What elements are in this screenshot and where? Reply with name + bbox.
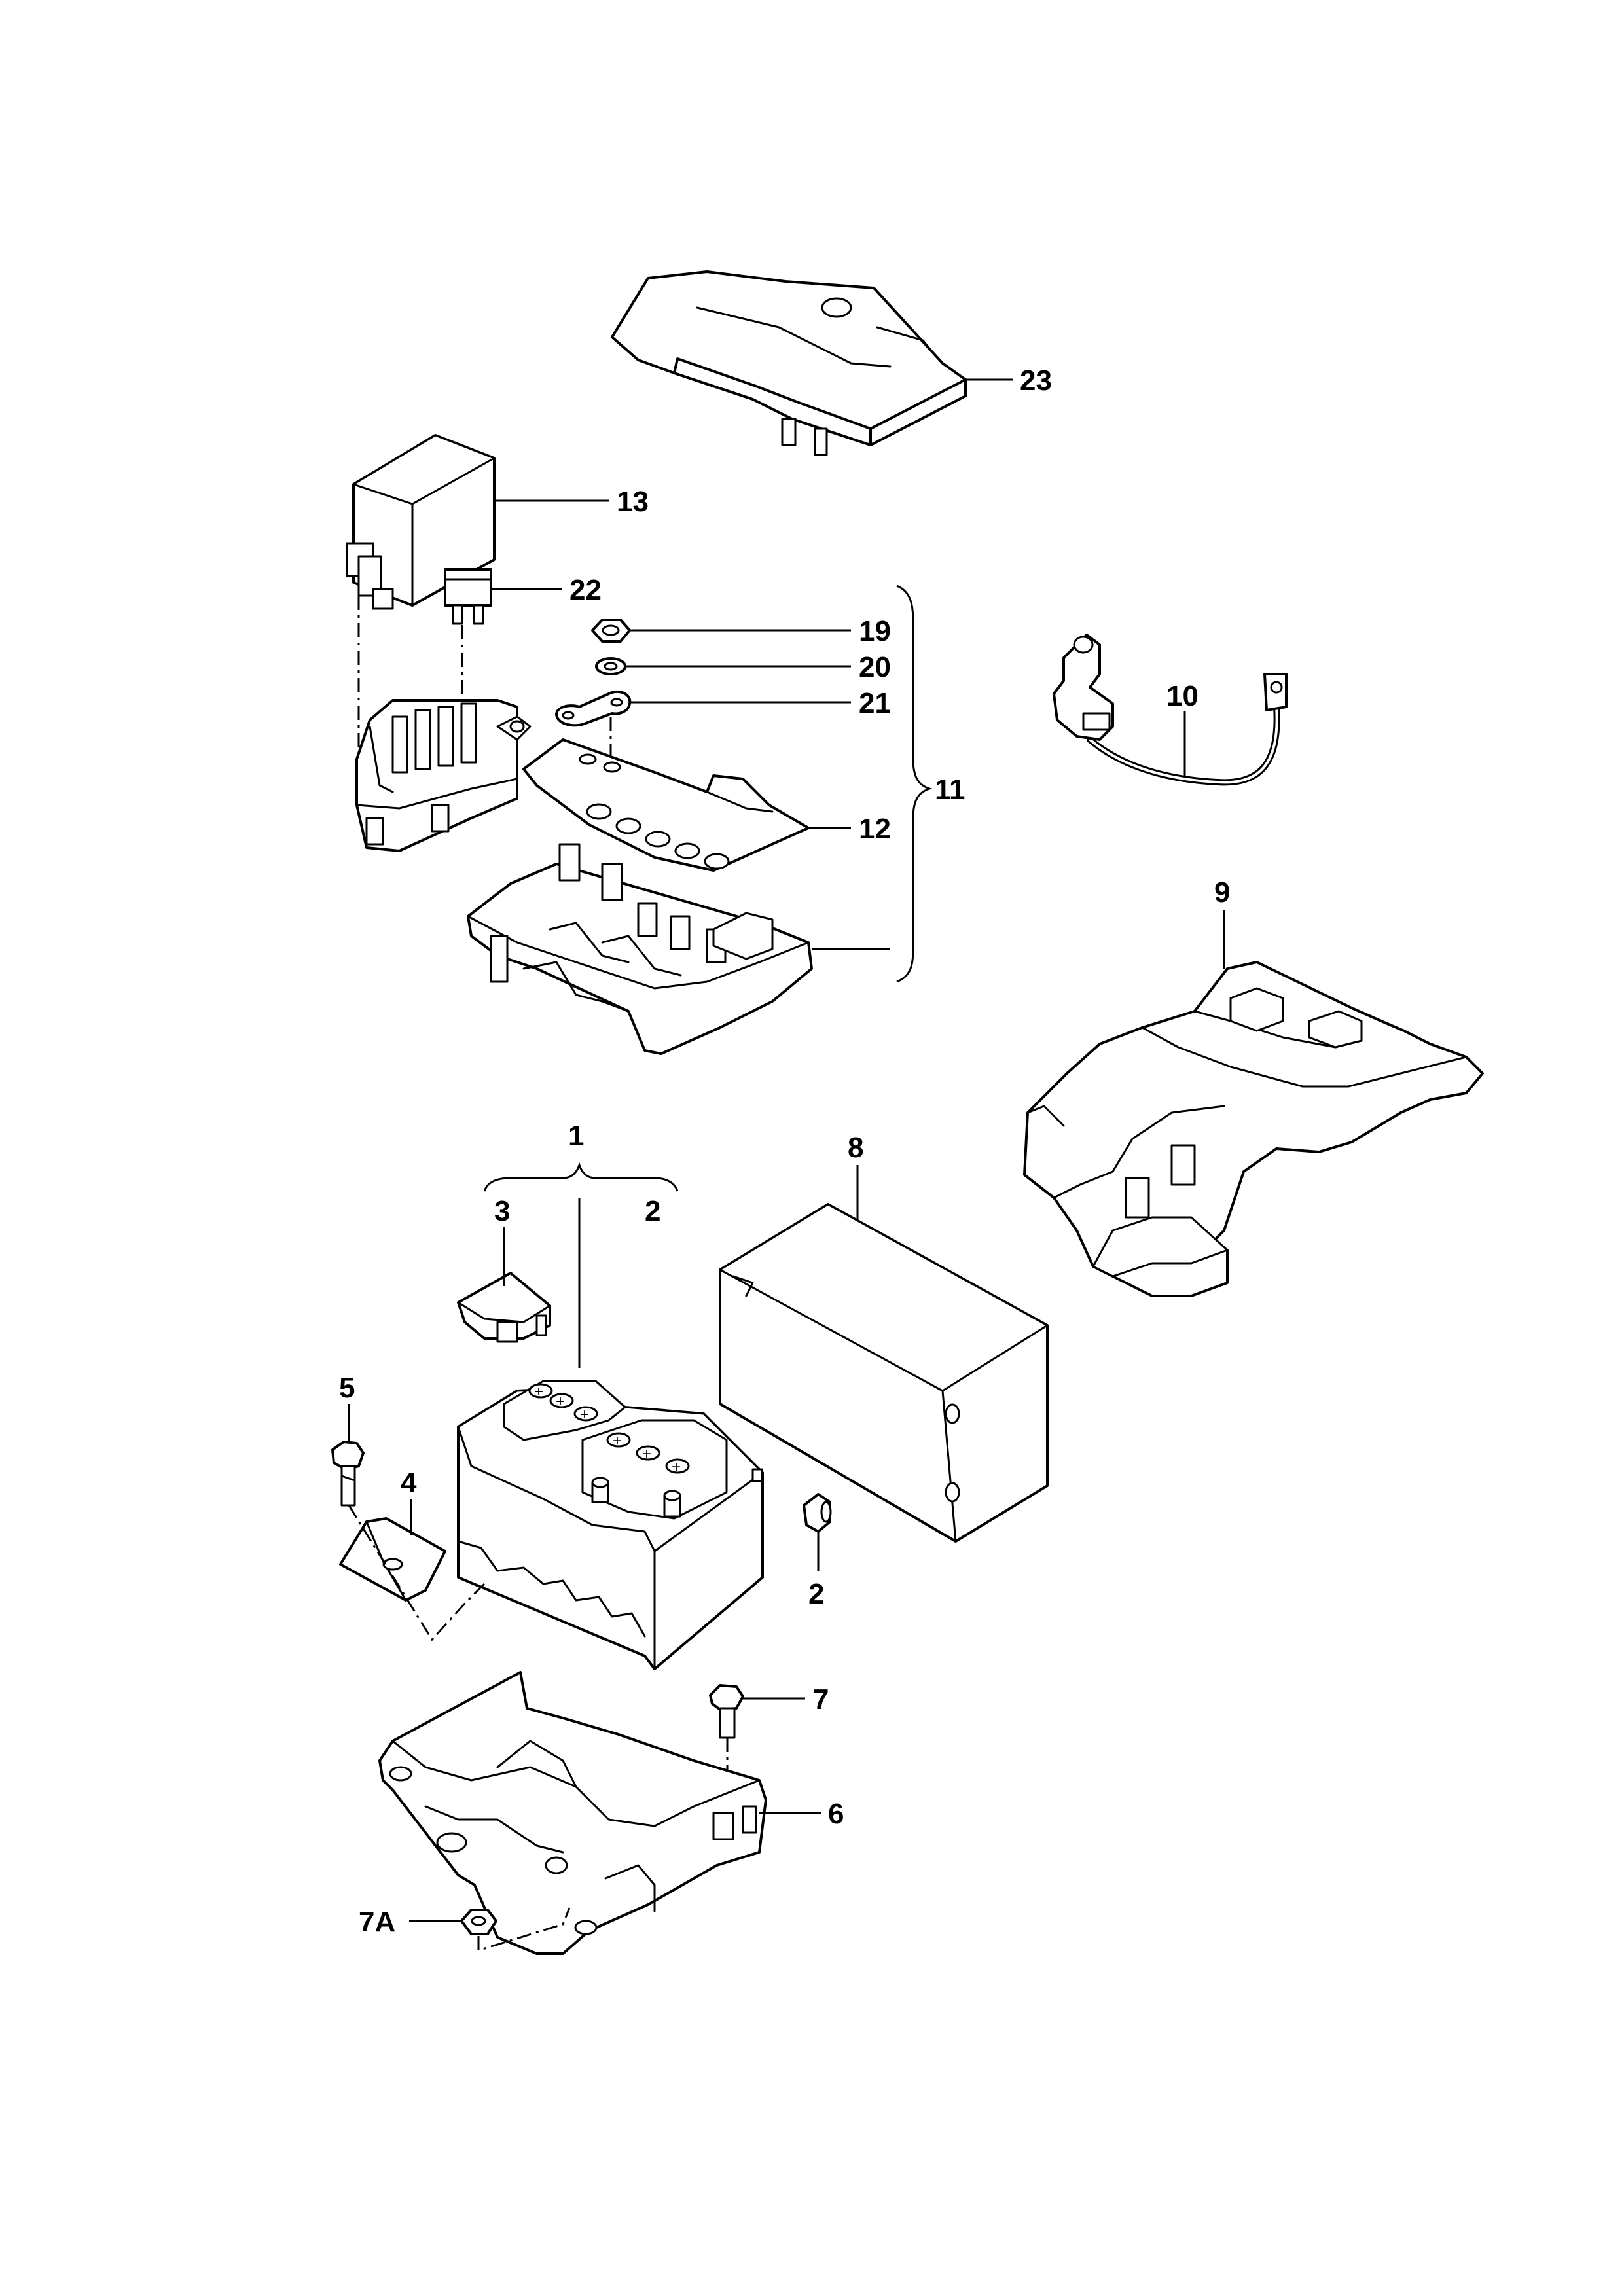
callout-23: 23 <box>1020 365 1052 397</box>
callout-12: 12 <box>859 813 891 845</box>
part-6-battery-tray <box>378 1671 767 1955</box>
callout-13: 13 <box>617 486 649 518</box>
part-20-washer <box>595 657 626 675</box>
part-21-terminal-strap <box>555 690 632 727</box>
callout-9: 9 <box>1214 876 1230 908</box>
part-13-fuse-box-lid <box>346 434 496 610</box>
callout-5: 5 <box>339 1372 355 1404</box>
callout-19: 19 <box>859 615 891 647</box>
part-4-clamp <box>339 1517 446 1602</box>
callout-1: 1 <box>568 1120 584 1152</box>
alignment-line <box>348 1505 486 1641</box>
vent-symbol: + <box>642 1445 651 1463</box>
fuse-tray <box>467 843 813 1055</box>
part-1-battery: + + + + + + <box>457 1380 764 1670</box>
callout-3: 3 <box>494 1195 510 1227</box>
callout-10: 10 <box>1166 680 1199 712</box>
callout-4: 4 <box>401 1467 417 1499</box>
callout-7: 7 <box>813 1683 829 1715</box>
callout-20: 20 <box>859 651 891 683</box>
callout-2-side: 2 <box>808 1578 824 1610</box>
part-8-insulation-sleeve <box>719 1203 1049 1543</box>
callout-2-top: 2 <box>645 1195 660 1227</box>
vent-symbol: + <box>580 1406 589 1424</box>
vent-symbol: + <box>534 1383 543 1401</box>
brace-11 <box>896 584 933 983</box>
part-7-bolt <box>709 1684 744 1739</box>
callout-22: 22 <box>569 574 602 606</box>
part-12-busbar-plate <box>522 738 810 872</box>
vent-symbol: + <box>556 1393 565 1410</box>
callout-11: 11 <box>935 774 965 806</box>
callout-6: 6 <box>828 1798 844 1830</box>
callout-7a: 7A <box>359 1906 395 1938</box>
part-7a-nut <box>460 1909 497 1935</box>
vent-symbol: + <box>613 1432 622 1450</box>
part-9-battery-housing <box>1023 961 1484 1297</box>
part-2-vent-plug <box>803 1493 832 1533</box>
brace-1 <box>483 1162 679 1192</box>
vent-symbol: + <box>672 1458 681 1476</box>
callout-8: 8 <box>848 1132 863 1164</box>
part-23-cover <box>611 270 967 456</box>
part-3-terminal-cover <box>457 1272 551 1343</box>
fuse-holder <box>355 699 532 852</box>
part-5-bolt <box>331 1441 365 1507</box>
callout-21: 21 <box>859 687 891 719</box>
alignment-line <box>477 1907 571 1952</box>
part-10-battery-cable <box>1053 634 1288 786</box>
part-22-fuse <box>444 568 492 625</box>
part-19-nut <box>591 619 631 643</box>
